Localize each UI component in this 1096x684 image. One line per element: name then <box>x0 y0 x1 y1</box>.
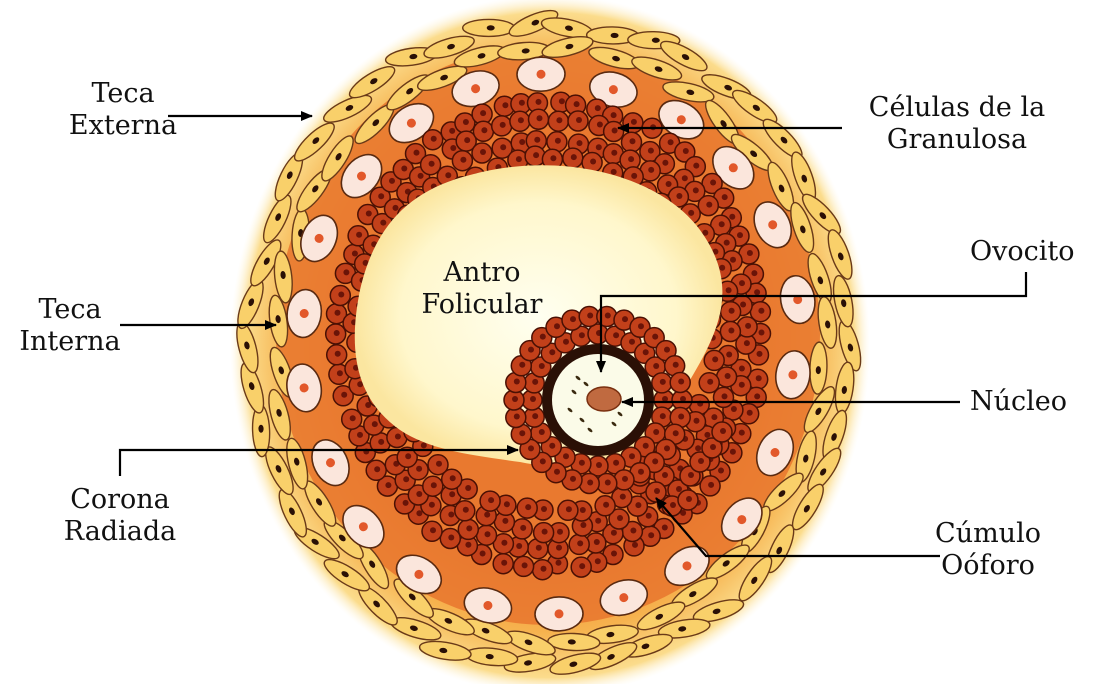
granulosa-cell <box>512 519 532 539</box>
granulosa-cell <box>622 132 642 152</box>
corona-cell <box>670 373 690 393</box>
granulosa-cell <box>428 455 448 475</box>
granulosa-cell <box>548 111 568 131</box>
granulosa-cell <box>525 146 545 166</box>
label-nucleo: Núcleo <box>970 386 1067 418</box>
granulosa-cell <box>452 151 472 171</box>
granulosa-cell <box>604 122 624 142</box>
granulosa-cell <box>568 111 588 131</box>
granulosa-cell <box>458 519 478 539</box>
granulosa-cell <box>423 130 443 150</box>
granulosa-cell <box>366 460 386 480</box>
granulosa-cell <box>480 491 500 511</box>
granulosa-cell <box>514 556 534 576</box>
label-antro-folicular: Antro Folicular <box>402 257 562 321</box>
label-corona-radiada: Corona Radiada <box>40 484 200 548</box>
corona-cell <box>614 470 634 490</box>
label-cumulo-ooforo: Cúmulo Oóforo <box>932 518 1044 582</box>
label-celulas-granulosa: Células de la Granulosa <box>842 92 1072 156</box>
granulosa-cell <box>493 554 513 574</box>
cumulus-cell <box>712 422 732 442</box>
granulosa-cell <box>563 148 583 168</box>
granulosa-cell <box>533 560 553 580</box>
oocyte-nucleus <box>587 387 621 411</box>
granulosa-cell <box>698 196 718 216</box>
corona-cell <box>597 307 617 327</box>
granulosa-cell <box>699 373 719 393</box>
granulosa-cell <box>595 496 615 516</box>
granulosa-cell <box>472 143 492 163</box>
granulosa-cell <box>517 498 537 518</box>
granulosa-cell <box>440 529 460 549</box>
label-teca-interna: Teca Interna <box>8 294 132 358</box>
theca-interna-cell <box>535 596 584 631</box>
label-ovocito: Ovocito <box>970 236 1075 268</box>
granulosa-cell <box>327 345 347 365</box>
granulosa-cell <box>569 534 589 554</box>
granulosa-cell <box>704 350 724 370</box>
granulosa-cell <box>571 557 591 577</box>
label-teca-externa: Teca Externa <box>68 78 178 142</box>
corona-cell <box>562 310 582 330</box>
theca-interna-cell <box>517 57 566 92</box>
corona-cell <box>579 474 599 494</box>
granulosa-cell <box>720 322 740 342</box>
granulosa-cell <box>473 121 493 141</box>
cumulus-cell <box>678 490 698 510</box>
granulosa-cell <box>721 302 741 322</box>
granulosa-cell <box>492 116 512 136</box>
granulosa-cell <box>623 113 643 133</box>
granulosa-cell <box>422 521 442 541</box>
granulosa-cell <box>423 476 443 496</box>
granulosa-cell <box>326 324 346 344</box>
granulosa-cell <box>534 523 554 543</box>
granulosa-cell <box>558 500 578 520</box>
granulosa-cell <box>510 111 530 131</box>
granulosa-cell <box>529 109 549 129</box>
granulosa-cell <box>455 501 475 521</box>
corona-cell <box>652 373 672 393</box>
granulosa-cell <box>477 525 497 545</box>
granulosa-cell <box>330 286 350 306</box>
granulosa-cell <box>547 132 567 152</box>
spindle-cell <box>463 19 515 36</box>
